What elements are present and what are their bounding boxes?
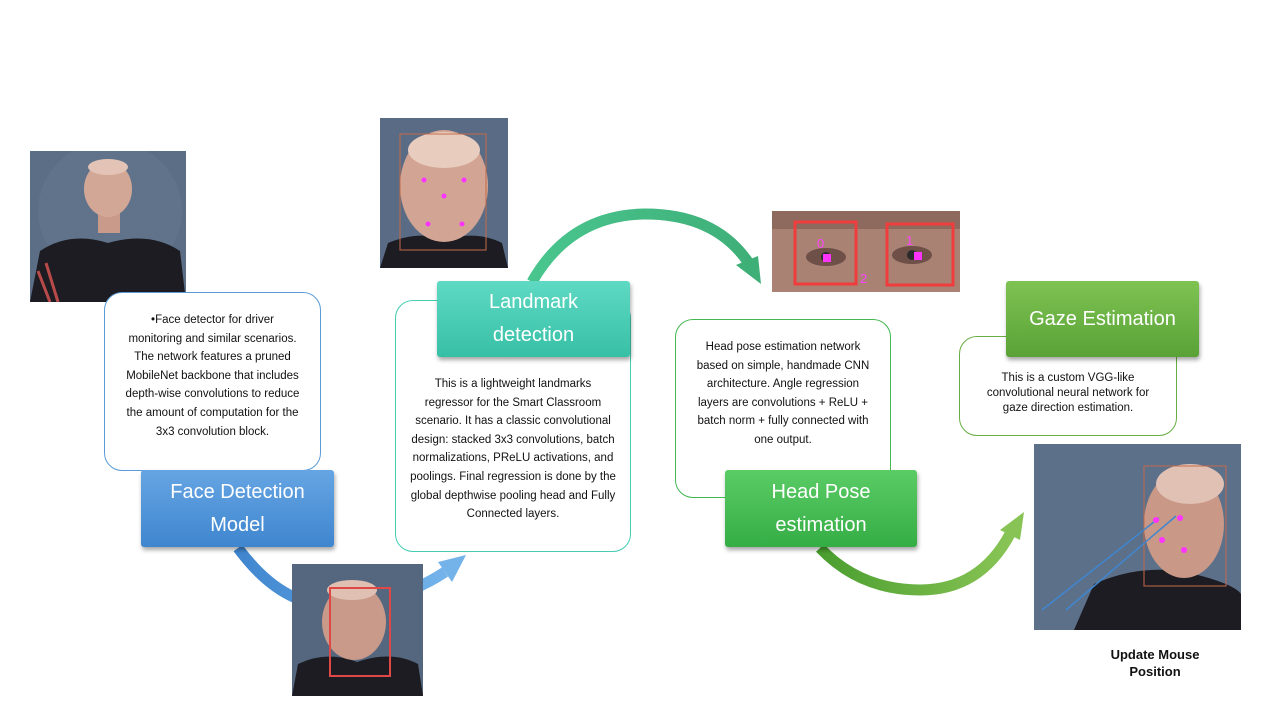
- landmark-description-text: This is a lightweight landmarks regresso…: [410, 378, 616, 521]
- arrow-head-green: [1000, 512, 1024, 540]
- output-caption-text: Update Mouse Position: [1110, 647, 1200, 679]
- left-eye-box: [793, 220, 858, 286]
- detected-face-image: [292, 564, 423, 696]
- detected-face-photo: [292, 564, 423, 696]
- head-pose-description-text: Head pose estimation network based on si…: [696, 341, 870, 446]
- eyes-photo: 0 1 2: [772, 211, 960, 292]
- arrow-head-teal: [736, 256, 761, 284]
- face-detection-stage: Face Detection Model: [141, 470, 334, 547]
- landmark-label-1: Landmark: [489, 291, 578, 313]
- landmark-point: [459, 221, 465, 227]
- landmark-photo: [380, 118, 508, 268]
- input-photo: [30, 151, 186, 302]
- arrow-headpose-to-gaze: [816, 531, 1015, 596]
- gaze-stage: Gaze Estimation: [1006, 281, 1199, 357]
- landmark-point: [461, 177, 467, 183]
- gaze-vector: [1041, 517, 1160, 611]
- gaze-output-image: [1034, 444, 1241, 630]
- left-eye-label: 0: [817, 236, 824, 251]
- landmark-point: [425, 221, 431, 227]
- input-photo-image: [30, 151, 186, 302]
- face-bounding-box: [329, 587, 391, 677]
- arrow-landmark-to-headpose: [527, 208, 753, 285]
- gaze-output-photo: [1034, 444, 1241, 630]
- landmark-label-2: detection: [492, 324, 575, 346]
- head-pose-stage: Head Pose estimation: [725, 470, 917, 547]
- head-pose-label-1: Head Pose: [771, 480, 871, 503]
- arrow-head-blue: [438, 555, 466, 582]
- right-eye-label: 1: [906, 233, 913, 248]
- landmark-point: [421, 177, 427, 183]
- landmark-image: [380, 118, 508, 268]
- gaze-label: Gaze Estimation: [1029, 307, 1176, 330]
- face-detection-label-2: Model: [210, 513, 265, 536]
- landmark-point: [441, 193, 447, 199]
- landmark-stage: Landmark detection: [437, 281, 630, 357]
- eyes-image: 0 1 2: [772, 211, 960, 292]
- nose-label: 2: [860, 271, 867, 286]
- face-detection-description: •Face detector for driver monitoring and…: [104, 292, 321, 471]
- right-eye-box: [885, 222, 955, 287]
- gaze-description-text: This is a custom VGG-like convolutional …: [986, 372, 1150, 414]
- head-pose-description: Head pose estimation network based on si…: [675, 319, 891, 498]
- output-caption: Update Mouse Position: [1094, 646, 1216, 680]
- face-detection-description-text: •Face detector for driver monitoring and…: [125, 314, 300, 438]
- gaze-vector: [1065, 515, 1177, 611]
- face-detection-label-1: Face Detection: [170, 480, 305, 503]
- head-pose-label-2: estimation: [775, 513, 867, 536]
